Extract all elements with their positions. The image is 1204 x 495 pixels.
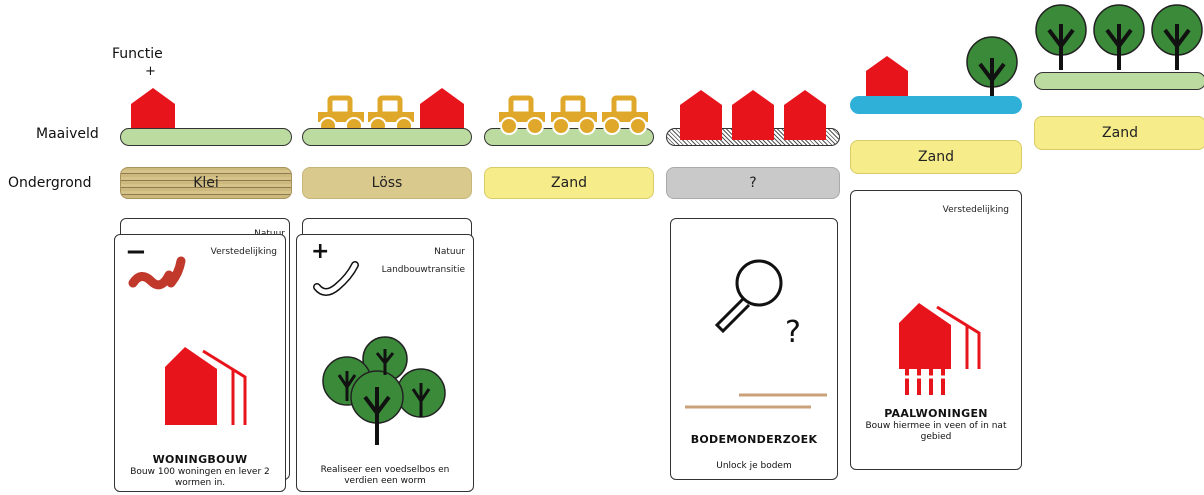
card-description: Bouw 100 woningen en lever 2 wormen in. <box>130 467 270 488</box>
house-icon <box>420 88 464 140</box>
tree-icon <box>1035 4 1087 70</box>
card-description: Realiseer een voedselbos en verdien een … <box>320 465 450 486</box>
water-strip <box>850 96 1022 114</box>
card-description: Bouw hiermee in veen of in nat gebied <box>865 421 1007 442</box>
soil-klei-label: Klei <box>193 175 219 191</box>
card-tag: Verstedelijking <box>210 247 277 257</box>
card-voedselbos[interactable]: + Natuur Landbouwtransitie Realiseer een… <box>296 234 474 492</box>
ondergrond-label: Ondergrond <box>8 175 92 191</box>
tractor-icon <box>499 95 545 135</box>
card-bodemonderzoek[interactable]: ? BODEMONDERZOEK Unlock je bodem <box>670 218 838 480</box>
grass-strip <box>302 128 472 146</box>
soil-zand-label: Zand <box>551 175 587 191</box>
soil-unknown[interactable]: ? <box>666 167 840 199</box>
soil-unknown-label: ? <box>749 175 757 191</box>
soil-zand-label: Zand <box>918 149 954 165</box>
soil-loss[interactable]: Löss <box>302 167 472 199</box>
stilt-house-icon <box>897 303 981 395</box>
house-icon <box>784 90 826 140</box>
plus-sign: + <box>311 239 330 264</box>
soil-zand[interactable]: Zand <box>1034 116 1204 150</box>
tractor-icon <box>602 95 648 135</box>
house-icon <box>680 90 722 140</box>
card-tag: Natuur <box>434 247 465 257</box>
card-tag: Landbouwtransitie <box>381 265 465 275</box>
soil-lines-icon <box>685 393 827 409</box>
house-icon <box>732 90 774 140</box>
tree-icon <box>1093 4 1145 70</box>
grass-strip <box>1034 72 1204 90</box>
question-mark: ? <box>785 315 801 350</box>
function-plus: + <box>145 64 156 79</box>
maaiveld-label: Maaiveld <box>36 126 99 142</box>
soil-zand[interactable]: Zand <box>850 140 1022 174</box>
forest-icon <box>322 336 446 445</box>
soil-zand-label: Zand <box>1102 125 1138 141</box>
card-title: PAALWONINGEN <box>884 407 988 420</box>
card-description: Unlock je bodem <box>716 461 792 471</box>
grass-strip <box>120 128 292 146</box>
function-label: Functie <box>112 46 163 62</box>
worm-icon <box>128 256 186 290</box>
worm-icon <box>313 261 359 296</box>
soil-loss-label: Löss <box>371 175 403 191</box>
house-icon <box>866 56 908 108</box>
minus-sign: − <box>125 237 147 267</box>
card-title: BODEMONDERZOEK <box>690 433 818 446</box>
card-title: WONINGBOUW <box>152 453 248 466</box>
soil-zand[interactable]: Zand <box>484 167 654 199</box>
tractor-icon <box>551 95 597 135</box>
magnifier-icon <box>714 259 783 334</box>
soil-klei[interactable]: Klei <box>120 167 292 199</box>
card-tag: Verstedelijking <box>942 205 1009 215</box>
card-woningbouw[interactable]: − Verstedelijking WONINGBOUW Bouw 100 wo… <box>114 234 286 492</box>
card-paalwoningen[interactable]: Verstedelijking PAALWONINGEN Bouw hierme… <box>850 190 1022 470</box>
tree-icon <box>1151 4 1203 70</box>
house-icon <box>131 88 175 140</box>
house-icon <box>165 347 247 425</box>
